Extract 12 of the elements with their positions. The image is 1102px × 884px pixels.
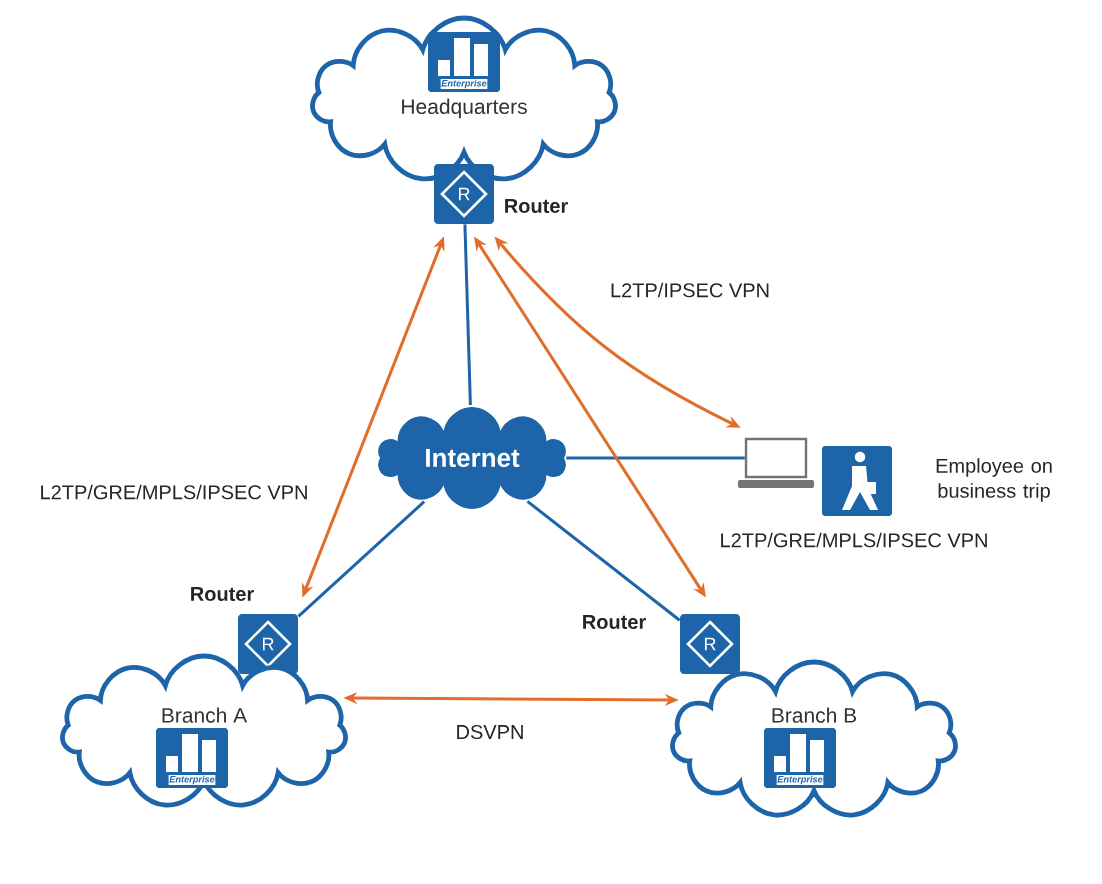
connector bbox=[297, 500, 426, 618]
connector bbox=[526, 500, 681, 622]
edge-label: L2TP/GRE/MPLS/IPSEC VPN bbox=[36, 481, 312, 503]
connector bbox=[463, 224, 472, 406]
edge-label: L2TP/GRE/MPLS/IPSEC VPN bbox=[716, 529, 992, 551]
connector bbox=[566, 456, 745, 460]
caption-text: Employee on business trip bbox=[936, 458, 1052, 502]
router-label: Router bbox=[505, 199, 568, 213]
edge-label: L2TP/IPSEC VPN bbox=[607, 279, 774, 301]
edge-label: DSVPN bbox=[452, 721, 528, 743]
router-label: Router bbox=[191, 587, 254, 601]
router-label: Router bbox=[583, 615, 646, 629]
